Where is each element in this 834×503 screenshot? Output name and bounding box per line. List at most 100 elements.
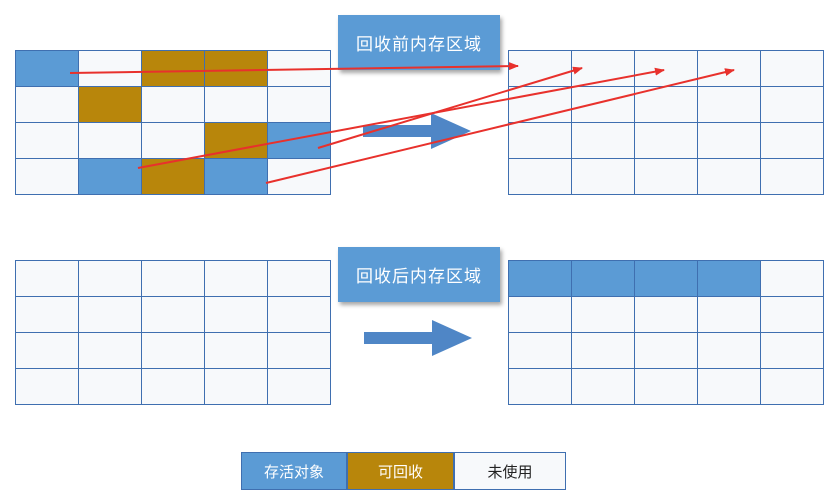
memory-cell-unused	[760, 368, 824, 405]
memory-cell-unused	[78, 50, 142, 87]
memory-cell-unused	[508, 122, 572, 159]
grid-row	[15, 332, 331, 369]
memory-cell-unused	[508, 50, 572, 87]
grid-row	[508, 296, 824, 333]
memory-cell-reclaimable	[78, 86, 142, 123]
memory-cell-reclaimable	[141, 158, 205, 195]
memory-cell-unused	[15, 332, 79, 369]
memory-cell-unused	[204, 86, 268, 123]
memory-cell-unused	[571, 122, 635, 159]
memory-cell-unused	[508, 296, 572, 333]
grid-row	[508, 332, 824, 369]
flow-arrow-bottom	[364, 320, 472, 356]
memory-cell-unused	[697, 122, 761, 159]
memory-cell-unused	[267, 86, 331, 123]
memory-cell-unused	[15, 368, 79, 405]
memory-cell-unused	[15, 86, 79, 123]
memory-cell-unused	[204, 296, 268, 333]
legend: 存活对象 可回收 未使用	[241, 452, 566, 490]
memory-cell-unused	[697, 158, 761, 195]
memory-cell-unused	[508, 86, 572, 123]
memory-cell-unused	[571, 86, 635, 123]
grid-row	[508, 368, 824, 405]
memory-cell-unused	[204, 368, 268, 405]
memory-cell-unused	[15, 296, 79, 333]
memory-cell-unused	[571, 332, 635, 369]
memory-cell-unused	[204, 332, 268, 369]
memory-cell-reclaimable	[141, 50, 205, 87]
memory-cell-unused	[571, 368, 635, 405]
grid-row	[15, 260, 331, 297]
before-source-grid	[15, 50, 331, 195]
after-result-grid	[508, 260, 824, 405]
memory-cell-alive	[78, 158, 142, 195]
memory-cell-unused	[760, 296, 824, 333]
memory-cell-unused	[760, 260, 824, 297]
memory-cell-unused	[141, 296, 205, 333]
memory-cell-unused	[697, 332, 761, 369]
grid-row	[508, 86, 824, 123]
memory-cell-unused	[78, 332, 142, 369]
memory-cell-unused	[760, 332, 824, 369]
memory-cell-unused	[508, 332, 572, 369]
memory-cell-alive	[15, 50, 79, 87]
memory-cell-unused	[697, 86, 761, 123]
memory-cell-unused	[571, 158, 635, 195]
memory-cell-reclaimable	[204, 122, 268, 159]
grid-row	[15, 296, 331, 333]
memory-cell-unused	[634, 158, 698, 195]
grid-row	[508, 50, 824, 87]
memory-cell-unused	[78, 368, 142, 405]
memory-cell-alive	[571, 260, 635, 297]
after-source-grid	[15, 260, 331, 405]
legend-reclaimable: 可回收	[347, 452, 454, 490]
memory-cell-unused	[760, 86, 824, 123]
memory-cell-unused	[267, 296, 331, 333]
memory-cell-unused	[78, 296, 142, 333]
memory-cell-unused	[15, 260, 79, 297]
memory-cell-unused	[78, 122, 142, 159]
memory-cell-unused	[141, 122, 205, 159]
grid-row	[15, 122, 331, 159]
memory-cell-unused	[634, 86, 698, 123]
memory-cell-unused	[15, 158, 79, 195]
memory-cell-unused	[267, 158, 331, 195]
memory-cell-unused	[267, 368, 331, 405]
grid-row	[15, 86, 331, 123]
memory-cell-unused	[141, 86, 205, 123]
before-target-grid	[508, 50, 824, 195]
grid-row	[15, 368, 331, 405]
memory-cell-unused	[760, 50, 824, 87]
memory-cell-alive	[634, 260, 698, 297]
memory-cell-unused	[634, 50, 698, 87]
memory-cell-unused	[697, 50, 761, 87]
memory-cell-unused	[508, 368, 572, 405]
memory-cell-unused	[760, 158, 824, 195]
grid-row	[508, 122, 824, 159]
memory-cell-unused	[760, 122, 824, 159]
memory-cell-alive	[508, 260, 572, 297]
title-before-gc: 回收前内存区域	[338, 15, 500, 70]
memory-cell-unused	[78, 260, 142, 297]
memory-cell-unused	[571, 296, 635, 333]
grid-row	[508, 158, 824, 195]
memory-cell-unused	[634, 368, 698, 405]
grid-row	[508, 260, 824, 297]
memory-cell-unused	[571, 50, 635, 87]
memory-cell-unused	[634, 122, 698, 159]
legend-alive: 存活对象	[241, 452, 347, 490]
memory-cell-unused	[267, 260, 331, 297]
memory-cell-unused	[267, 50, 331, 87]
memory-cell-alive	[267, 122, 331, 159]
title-after-gc: 回收后内存区域	[338, 247, 500, 302]
flow-arrow-top	[363, 113, 471, 149]
memory-cell-alive	[697, 260, 761, 297]
memory-cell-unused	[141, 260, 205, 297]
memory-cell-unused	[697, 296, 761, 333]
memory-cell-unused	[141, 368, 205, 405]
memory-cell-unused	[634, 332, 698, 369]
memory-cell-unused	[204, 260, 268, 297]
memory-cell-reclaimable	[204, 50, 268, 87]
memory-cell-unused	[697, 368, 761, 405]
grid-row	[15, 50, 331, 87]
